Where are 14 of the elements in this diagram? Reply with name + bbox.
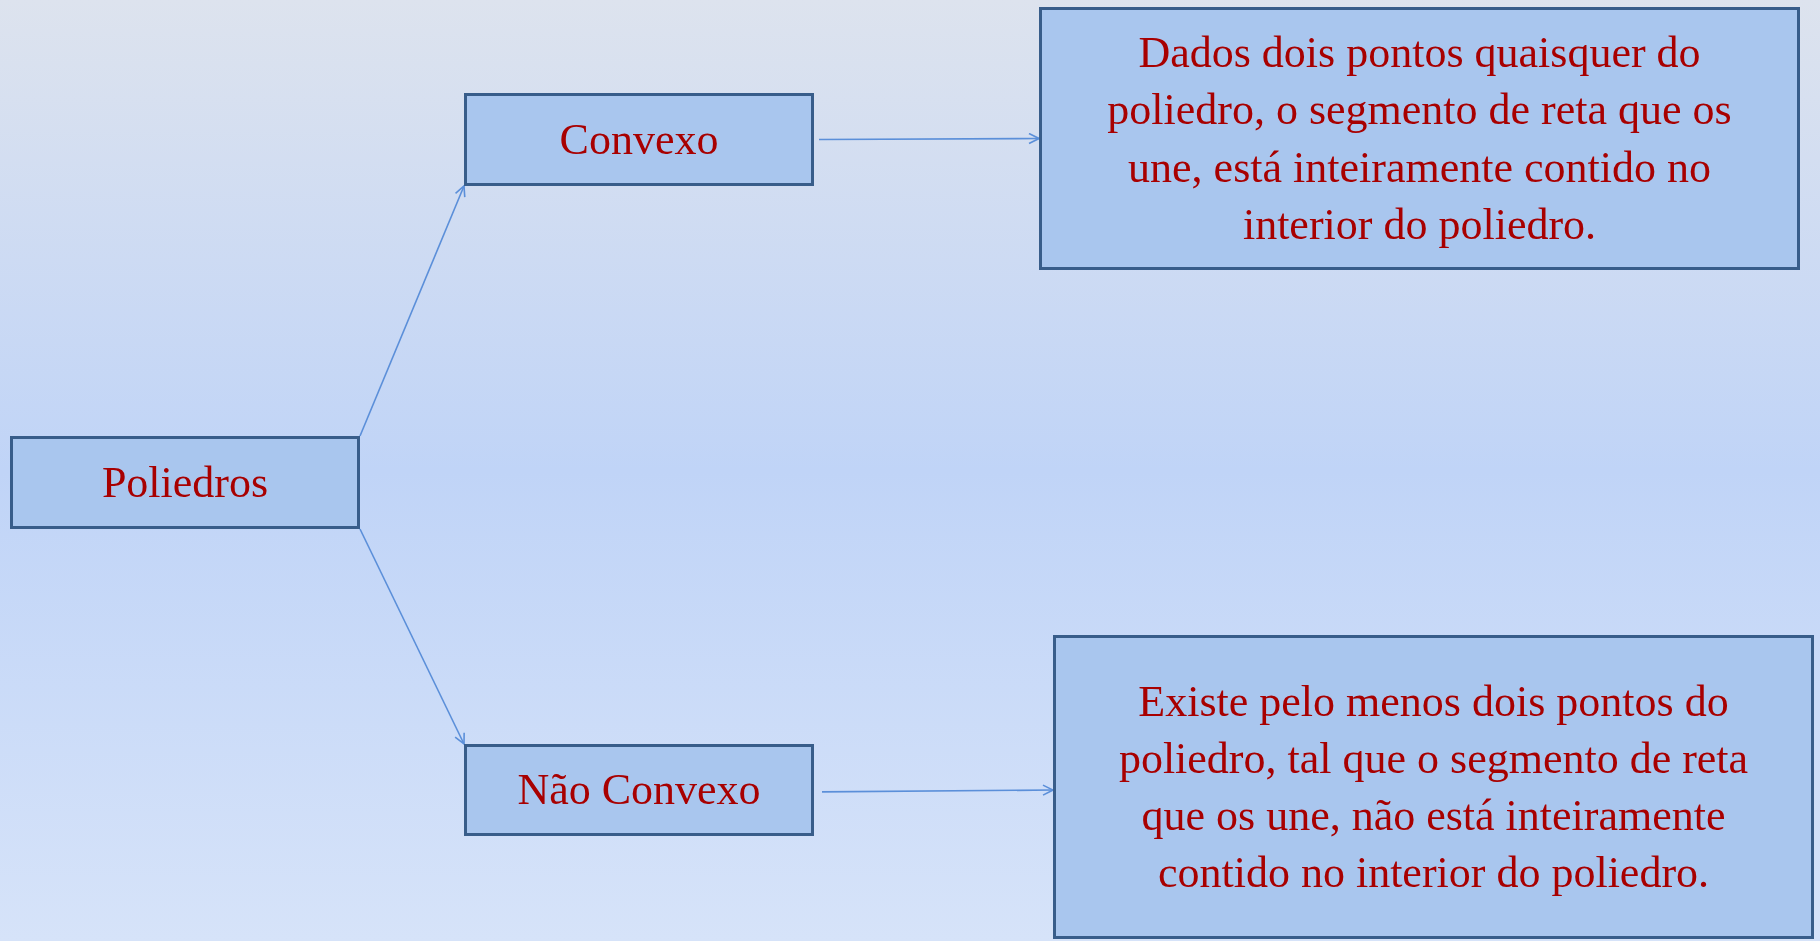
node-label: Convexo xyxy=(559,113,719,166)
arrow xyxy=(821,784,1054,796)
text-box xyxy=(1053,635,1814,939)
text-box xyxy=(1039,7,1800,270)
arrow xyxy=(359,528,465,745)
node-label: Dados dois pontos quaisquer do poliedro, o segmento de reta que os une, está inteiramente contido no interior do poliedro. xyxy=(1106,27,1733,251)
text-box xyxy=(464,744,814,836)
text-box xyxy=(10,436,360,529)
text-box xyxy=(464,93,814,186)
node-label: Não Convexo xyxy=(517,764,761,817)
arrow xyxy=(359,185,466,437)
arrow xyxy=(818,132,1040,145)
node-label: Existe pelo menos dois pontos do poliedro, tal que o segmento de reta que os une, não está inteiramente contido no interior do poliedro. xyxy=(1117,675,1750,900)
node-label: Poliedros xyxy=(101,456,269,509)
